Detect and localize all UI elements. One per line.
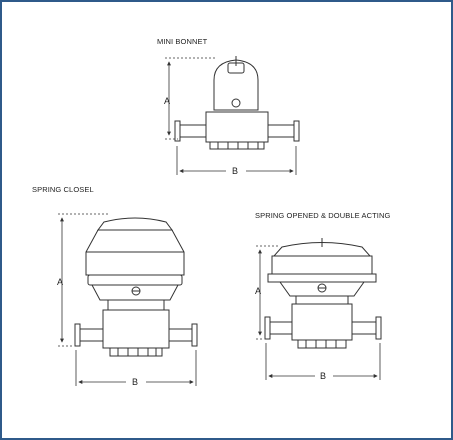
mini-bonnet-dimension-b [176, 146, 297, 175]
mini-bonnet-dimension-a [165, 57, 215, 140]
spring-closed-valve [74, 217, 198, 357]
opened-dim-b-label: B [320, 371, 326, 381]
spring-opened-dimension-b [265, 343, 381, 380]
caption-mini-bonnet: MINI BONNET [157, 37, 208, 46]
caption-spring-opened: SPRING OPENED & DOUBLE ACTING [255, 211, 391, 220]
closed-dim-a-label: A [57, 277, 63, 287]
spring-opened-dimension-a [256, 245, 280, 340]
mini-dim-b-label: B [232, 166, 238, 176]
spring-closed-dimension-b [75, 350, 197, 386]
opened-dim-a-label: A [255, 286, 261, 296]
mini-dim-a-label: A [164, 96, 170, 106]
spring-opened-valve [264, 238, 382, 349]
spring-closed-dimension-a [58, 213, 110, 347]
closed-dim-b-label: B [132, 377, 138, 387]
mini-bonnet-valve [174, 56, 300, 150]
caption-spring-closed: SPRING CLOSEL [32, 185, 94, 194]
